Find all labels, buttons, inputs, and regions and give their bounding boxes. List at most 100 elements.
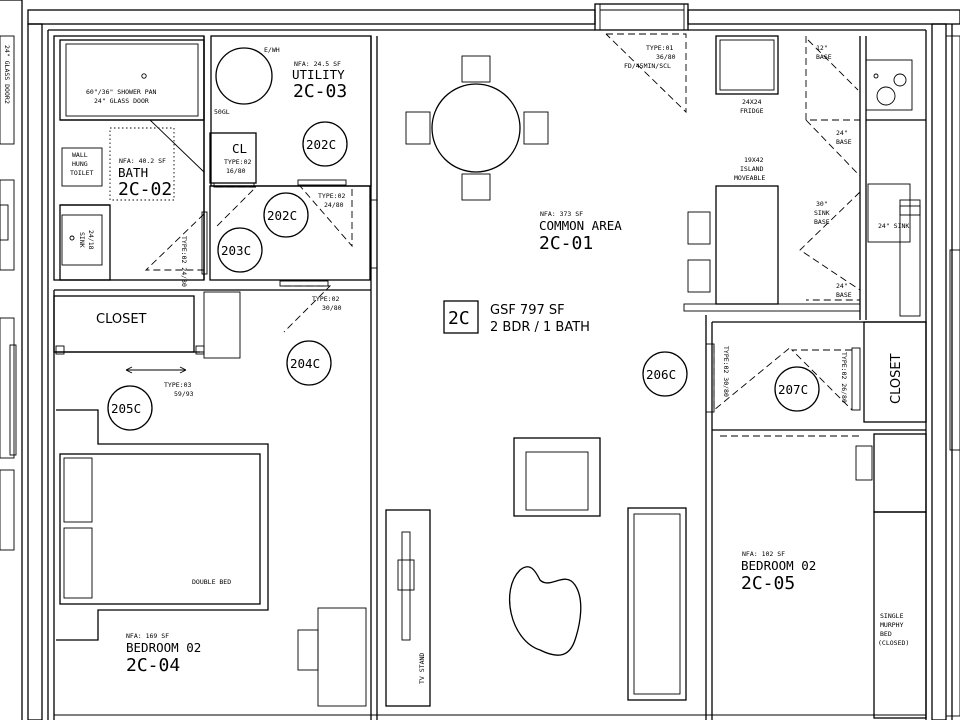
bath-number: 2C-02 bbox=[118, 179, 172, 200]
room-labels: NFA: 24.5 SF UTILITY 2C-03 NFA: 40.2 SF … bbox=[96, 60, 904, 676]
water-heater: E/WH 50GL bbox=[214, 46, 280, 116]
utility-door-size: 24/80 bbox=[324, 201, 344, 209]
utility-door-type: TYPE:02 bbox=[318, 192, 345, 200]
entry-door-rating: FD/45MIN/SCL bbox=[624, 62, 671, 70]
bedroom-door-type: TYPE:02 bbox=[312, 295, 339, 303]
adjacent-unit-left: 24" GLASS DOOR 2 bbox=[0, 35, 17, 551]
door-tag-202c-a bbox=[302, 121, 348, 167]
island-label-3: MOVEABLE bbox=[734, 174, 765, 182]
door-tag-205c bbox=[107, 385, 153, 431]
bedroom-b-name: BEDROOM 02 bbox=[741, 558, 816, 573]
common-name: COMMON AREA bbox=[539, 218, 622, 233]
island-label-1: 19X42 bbox=[744, 156, 764, 164]
door-tag-204c bbox=[286, 340, 332, 386]
shower-label-1: 60"/36" SHOWER PAN bbox=[86, 88, 157, 96]
bedroom-b-number: 2C-05 bbox=[741, 573, 795, 594]
common-nfa: NFA: 373 SF bbox=[540, 210, 583, 218]
utility-name: UTILITY bbox=[292, 67, 345, 82]
bedroom-b-door-type: TYPE:02 30/80 bbox=[722, 346, 730, 397]
fridge-label-2: FRIDGE bbox=[740, 107, 764, 115]
closet-door-size: 59/93 bbox=[174, 390, 194, 398]
bedroom-a-name: BEDROOM 02 bbox=[126, 640, 201, 655]
door-tags: 202C 202C 203C 204C 205C 206C 207C bbox=[107, 121, 820, 431]
base24b-label-2: BASE bbox=[836, 291, 852, 299]
base24b-label-1: 24" bbox=[836, 282, 848, 290]
door-tag-206c-label: 206C bbox=[646, 367, 676, 382]
tv-stand-label: TV STAND bbox=[418, 653, 426, 684]
bath-nfa: NFA: 40.2 SF bbox=[119, 157, 166, 165]
toilet-label-3: TOILET bbox=[70, 169, 94, 177]
closet-small-label: CL bbox=[232, 141, 247, 156]
svg-text:2: 2 bbox=[3, 100, 11, 104]
door-tag-203c bbox=[217, 227, 263, 273]
murphy-label-2: MURPHY bbox=[880, 621, 904, 629]
adjacent-unit-right bbox=[945, 35, 960, 717]
murphy-label-4: (CLOSED) bbox=[878, 639, 909, 647]
bedroom-b-nfa: NFA: 102 SF bbox=[742, 550, 785, 558]
closet-b-label: CLOSET bbox=[889, 353, 904, 404]
interior-walls bbox=[47, 29, 927, 720]
sink-label-1: SINK bbox=[78, 232, 86, 248]
entry-door: TYPE:01 36/80 FD/45MIN/SCL bbox=[594, 3, 689, 114]
fridge-label-1: 24X24 bbox=[742, 98, 762, 106]
base12-label-2: BASE bbox=[816, 53, 832, 61]
murphy-label-1: SINGLE bbox=[880, 612, 904, 620]
interior-doors bbox=[54, 179, 861, 437]
base24a-label-2: BASE bbox=[836, 138, 852, 146]
kitchen: 24X24 FRIDGE 12" BASE 24" BASE 30" SINK … bbox=[683, 35, 921, 317]
door-tag-202c-b-label: 202C bbox=[267, 208, 297, 223]
tank-label: 50GL bbox=[214, 108, 230, 116]
door-tag-207c-label: 207C bbox=[778, 382, 808, 397]
gross-square-feet: GSF 797 SF bbox=[490, 303, 565, 318]
common-number: 2C-01 bbox=[539, 233, 593, 254]
sink-label-2: 24/18 bbox=[87, 230, 95, 250]
double-bed: DOUBLE BED bbox=[56, 409, 367, 707]
door-tag-205c-label: 205C bbox=[111, 401, 141, 416]
sink24-label: 24" SINK bbox=[878, 222, 909, 230]
double-bed-label: DOUBLE BED bbox=[192, 578, 231, 586]
toilet-label-2: HUNG bbox=[72, 160, 88, 168]
rug bbox=[508, 566, 582, 656]
unit-tag: 2C bbox=[448, 308, 470, 329]
utility-number: 2C-03 bbox=[293, 81, 347, 102]
murphy-bed: SINGLE MURPHY BED (CLOSED) bbox=[855, 433, 927, 719]
entry-door-type: TYPE:01 bbox=[646, 44, 673, 52]
door-tag-202c-a-label: 202C bbox=[306, 137, 336, 152]
entry-door-size: 36/80 bbox=[656, 53, 676, 61]
base12-label-1: 12" bbox=[816, 44, 828, 52]
unit-tag-box bbox=[443, 300, 479, 334]
sinkbase-label-1: 30" bbox=[816, 200, 828, 208]
door-tag-206c bbox=[642, 351, 688, 397]
toilet-label-1: WALL bbox=[72, 151, 88, 159]
door-tag-207c bbox=[774, 366, 820, 412]
sinkbase-label-3: BASE bbox=[814, 218, 830, 226]
bedroom-door-size: 30/80 bbox=[322, 304, 342, 312]
water-heater-label: E/WH bbox=[264, 46, 280, 54]
living-furniture: TV STAND bbox=[385, 437, 687, 707]
bedroom-a-number: 2C-04 bbox=[126, 655, 180, 676]
island-label-2: ISLAND bbox=[740, 165, 764, 173]
bath-fixtures: WALL HUNG TOILET SINK 24/18 bbox=[61, 119, 205, 266]
door-tag-203c-label: 203C bbox=[221, 243, 251, 258]
shower-label-2: 24" GLASS DOOR bbox=[94, 97, 149, 105]
sinkbase-label-2: SINK bbox=[814, 209, 830, 217]
door-tag-204c-label: 204C bbox=[290, 356, 320, 371]
cl-door-type: TYPE:02 bbox=[224, 158, 251, 166]
closet-a-label: CLOSET bbox=[96, 312, 147, 327]
dining-table bbox=[405, 55, 549, 201]
cl-door-size: 16/80 bbox=[226, 167, 246, 175]
shower-pan: 60"/36" SHOWER PAN 24" GLASS DOOR bbox=[65, 43, 199, 117]
base24a-label-1: 24" bbox=[836, 129, 848, 137]
left-glass-door-label: 24" GLASS DOOR bbox=[3, 45, 11, 100]
bath-side-door-type: TYPE:02 24/80 bbox=[180, 236, 188, 287]
bath-name: BATH bbox=[118, 165, 148, 180]
murphy-label-3: BED bbox=[880, 630, 892, 638]
bedroom-bath-count: 2 BDR / 1 BATH bbox=[490, 320, 590, 335]
utility-nfa: NFA: 24.5 SF bbox=[294, 60, 341, 68]
closet-door-type: TYPE:03 bbox=[164, 381, 191, 389]
bedroom-a-nfa: NFA: 169 SF bbox=[126, 632, 169, 640]
closet-b-door-type: TYPE:02 26/80 bbox=[840, 352, 848, 403]
door-tag-202c-b bbox=[263, 192, 309, 238]
